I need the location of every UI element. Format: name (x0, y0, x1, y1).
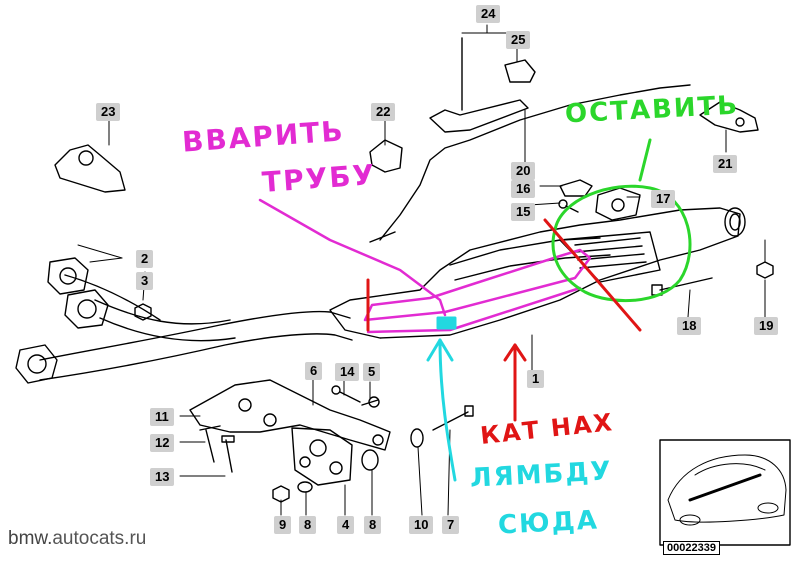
bolt-5 (361, 396, 380, 408)
reference-number: 00022339 (663, 541, 720, 555)
hand-overlays (258, 138, 692, 482)
clip-25 (504, 59, 536, 83)
bolt-7 (432, 405, 474, 431)
callout-9: 9 (274, 516, 292, 534)
cyan-lambda-arrow (426, 316, 457, 482)
nut-19 (756, 261, 774, 279)
callout-11: 11 (150, 408, 174, 426)
callout-13: 13 (150, 468, 175, 486)
bracket-assembly (189, 379, 391, 451)
leader-lines (77, 24, 766, 516)
callout-25: 25 (506, 31, 531, 49)
watermark: bmw.autocats.ru (8, 528, 146, 550)
annotation-lambda-line2: СЮДА (497, 505, 600, 541)
nut-9 (272, 485, 290, 503)
bolt-13 (221, 435, 235, 473)
callout-16: 16 (511, 180, 536, 198)
callout-7: 7 (442, 516, 460, 534)
flange-lower (15, 344, 58, 384)
washer-8-lower (297, 481, 313, 493)
clamp-16 (559, 179, 593, 197)
callout-19: 19 (754, 317, 779, 335)
callout-2: 2 (136, 250, 154, 268)
callout-8-lower: 8 (299, 516, 317, 534)
callout-1: 1 (527, 370, 545, 388)
car-inset (659, 439, 791, 546)
lambda-sensor-cable (369, 84, 691, 243)
bolt-12 (199, 425, 221, 463)
watermark-domain: bmw. (8, 528, 53, 549)
bracket-24 (429, 37, 529, 133)
bolt-14 (331, 385, 361, 403)
rubber-mount-17 (595, 187, 641, 221)
callout-18: 18 (677, 317, 702, 335)
hanger-plate (291, 427, 353, 486)
callout-23: 23 (96, 103, 121, 121)
callout-17: 17 (651, 190, 676, 208)
callout-12: 12 (150, 434, 175, 452)
callout-10: 10 (409, 516, 434, 534)
magenta-weld-markup (258, 198, 592, 334)
callout-22: 22 (371, 103, 396, 121)
washer-10 (410, 428, 424, 448)
callout-20: 20 (511, 162, 536, 180)
callout-8-upper: 8 (364, 516, 382, 534)
callout-24: 24 (476, 5, 501, 23)
callout-15: 15 (511, 203, 536, 221)
green-keep-circle (551, 138, 692, 303)
watermark-site: autocats.ru (52, 528, 147, 549)
callout-3: 3 (136, 272, 154, 290)
nut-3 (134, 303, 152, 321)
washer-8-upper (361, 449, 379, 471)
bolt-18 (651, 277, 713, 296)
callout-14: 14 (335, 363, 360, 381)
heat-shield-bracket-23 (54, 144, 126, 193)
red-cat-markers (366, 218, 642, 422)
callout-21: 21 (713, 155, 738, 173)
callout-6: 6 (305, 362, 323, 380)
flange-middle (64, 289, 109, 329)
callout-4: 4 (337, 516, 355, 534)
bracket-21 (699, 101, 759, 133)
flange-upper (47, 257, 89, 295)
callout-5: 5 (363, 363, 381, 381)
